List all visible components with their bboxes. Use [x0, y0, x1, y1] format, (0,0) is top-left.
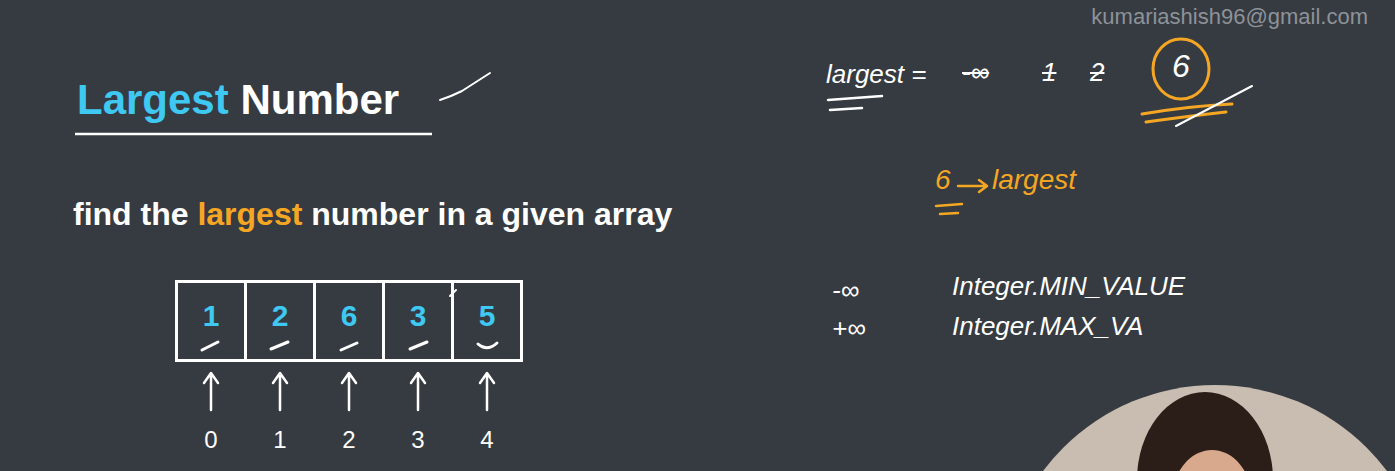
- note-text: -∞: [832, 276, 859, 306]
- statement-word: array: [594, 196, 672, 232]
- title-word: [229, 76, 241, 123]
- statement-word: [429, 196, 438, 232]
- struck-value: 2: [1090, 58, 1104, 88]
- note-text: Integer.MIN_VALUE: [952, 272, 1185, 302]
- index-arrow: [411, 373, 425, 410]
- struck-value: -∞: [962, 58, 989, 88]
- cell-value: 3: [385, 283, 451, 334]
- scribble-mark: [341, 343, 357, 350]
- array-cell: 3: [382, 280, 454, 362]
- struck-value: 1: [1042, 58, 1056, 88]
- index-arrow: [273, 373, 287, 410]
- statement-word: the: [141, 196, 189, 232]
- note-text: Integer.MAX_VA: [952, 312, 1143, 342]
- title-word: Number: [240, 76, 399, 123]
- cell-value: 1: [178, 283, 244, 334]
- scribble-mark: [478, 343, 497, 348]
- statement-word: [302, 196, 311, 232]
- statement-word: [189, 196, 198, 232]
- underline-scribble: [828, 96, 882, 110]
- statement-word: in: [437, 196, 465, 232]
- result-text: largest: [992, 164, 1076, 196]
- array-cell: 6: [313, 280, 385, 362]
- tick-mark: [1176, 86, 1252, 126]
- underline-scribble: [936, 204, 962, 214]
- webcam-frame: [1000, 385, 1395, 471]
- index-arrow: [480, 373, 494, 410]
- scribble-mark: [271, 342, 288, 349]
- statement-word: [132, 196, 141, 232]
- person-hair: [1137, 392, 1273, 471]
- index-number: 1: [273, 426, 286, 454]
- scribble-mark: [202, 342, 218, 350]
- array-cell: 1: [175, 280, 247, 362]
- array-cell: 2: [244, 280, 316, 362]
- statement-word: a: [475, 196, 493, 232]
- title-underline: [75, 133, 432, 136]
- result-arrow: [958, 180, 987, 192]
- note-text: +∞: [832, 314, 866, 344]
- note-text: largest =: [826, 60, 926, 90]
- array-cell: 5: [451, 280, 523, 362]
- problem-statement: find the largest number in a given array: [73, 196, 672, 233]
- index-arrow: [204, 373, 218, 410]
- statement-word: find: [73, 196, 132, 232]
- index-number: 2: [342, 426, 355, 454]
- cell-value: 5: [454, 283, 520, 334]
- cell-value: 6: [316, 283, 382, 334]
- statement-word: given: [502, 196, 586, 232]
- result-value: 6: [935, 164, 951, 196]
- statement-word: largest: [197, 196, 302, 232]
- title-word: Largest: [77, 76, 229, 123]
- statement-word: number: [311, 196, 428, 232]
- index-number: 4: [480, 426, 493, 454]
- cell-value: 2: [247, 283, 313, 334]
- index-number: 3: [411, 426, 424, 454]
- statement-word: [585, 196, 594, 232]
- scribble-mark: [410, 342, 427, 349]
- circled-number: 6: [1150, 36, 1212, 85]
- watermark: kumariashish96@gmail.com: [1091, 4, 1368, 29]
- index-arrow: [342, 373, 356, 410]
- statement-word: [466, 196, 475, 232]
- tick-mark: [440, 73, 490, 100]
- index-number: 0: [204, 426, 217, 454]
- person-face: [1172, 450, 1252, 471]
- slide-title: Largest Number: [77, 76, 399, 124]
- circled-value: 6: [1150, 36, 1212, 102]
- statement-word: [493, 196, 502, 232]
